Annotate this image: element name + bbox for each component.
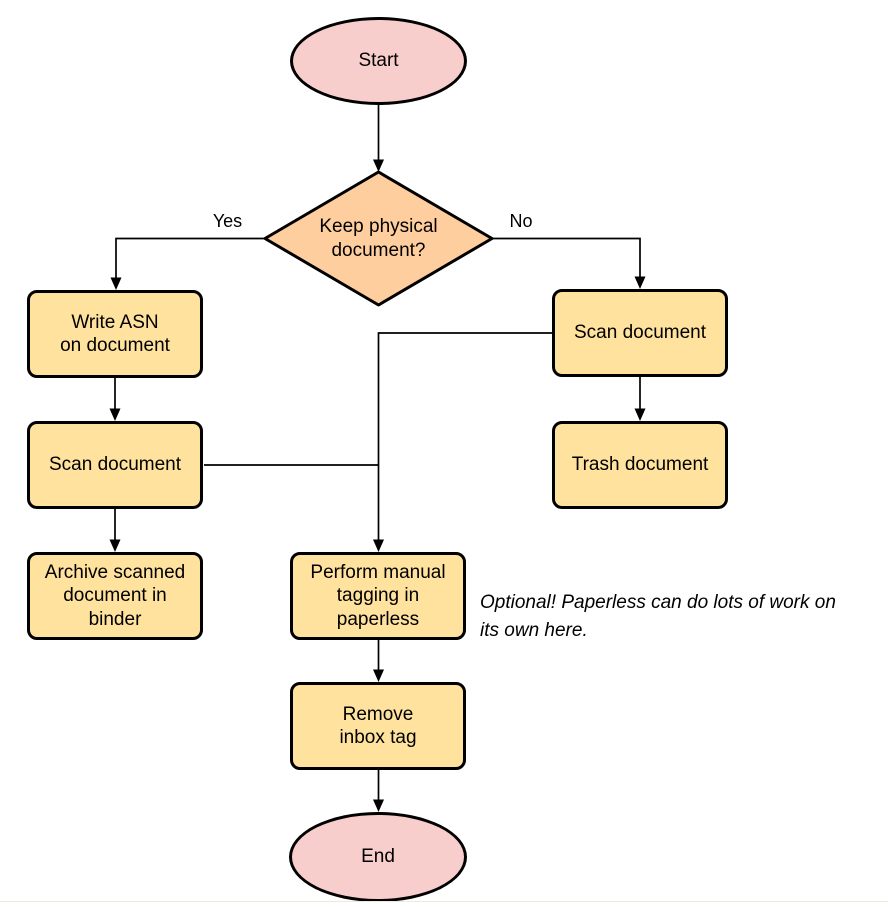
bottom-hairline	[0, 901, 888, 902]
node-archive-document: Archive scanned document in binder	[27, 552, 203, 640]
arrowhead	[634, 408, 646, 421]
edge-perform-tagging-to-remove-inbox	[373, 640, 384, 682]
node-start-label: Start	[358, 50, 399, 72]
node-perform-tagging-label: Perform manual tagging in paperless	[310, 562, 446, 630]
node-trash-document: Trash document	[552, 421, 728, 509]
arrowhead	[109, 539, 121, 552]
node-scan-document-left-label: Scan document	[48, 454, 182, 476]
node-remove-inbox-tag: Remove inbox tag	[290, 682, 466, 770]
node-decision-label: Keep physical document?	[319, 216, 438, 261]
node-remove-inbox-tag-label: Remove inbox tag	[339, 703, 417, 748]
node-perform-tagging: Perform manual tagging in paperless	[290, 552, 466, 640]
node-scan-document-right-label: Scan document	[573, 322, 707, 344]
node-start: Start	[290, 17, 467, 105]
edge-remove-inbox-to-end	[373, 770, 384, 812]
arrowhead	[373, 539, 384, 552]
edge-write-asn-to-scan-left	[109, 378, 121, 421]
node-scan-document-right: Scan document	[552, 289, 728, 377]
edge-scan-right-to-trash	[634, 377, 646, 421]
arrowhead	[373, 799, 384, 812]
arrowhead	[634, 276, 646, 289]
edge-scan-right-to-perform-tagging	[373, 332, 552, 552]
arrowhead	[373, 159, 384, 172]
edge-label-no: No	[509, 211, 533, 231]
node-write-asn: Write ASN on document	[27, 290, 203, 378]
arrowhead	[110, 277, 122, 290]
node-archive-document-label: Archive scanned document in binder	[44, 562, 186, 630]
node-scan-document-left: Scan document	[27, 421, 203, 509]
node-trash-document-label: Trash document	[571, 454, 709, 476]
edge-scan-left-to-archive	[109, 509, 121, 552]
node-end: End	[289, 812, 467, 902]
arrowhead	[109, 408, 121, 421]
decision-diamond-shape	[263, 170, 494, 307]
arrowhead	[373, 669, 384, 682]
edge-start-to-decision	[373, 105, 384, 172]
annotation-optional-note: Optional! Paperless can do lots of work …	[480, 592, 836, 641]
node-end-label: End	[361, 846, 395, 868]
edge-decision-yes-to-write-asn	[110, 237, 265, 290]
edge-decision-no-to-scan-right	[492, 237, 646, 289]
edge-label-yes: Yes	[212, 211, 243, 231]
node-write-asn-label: Write ASN on document	[60, 311, 170, 356]
